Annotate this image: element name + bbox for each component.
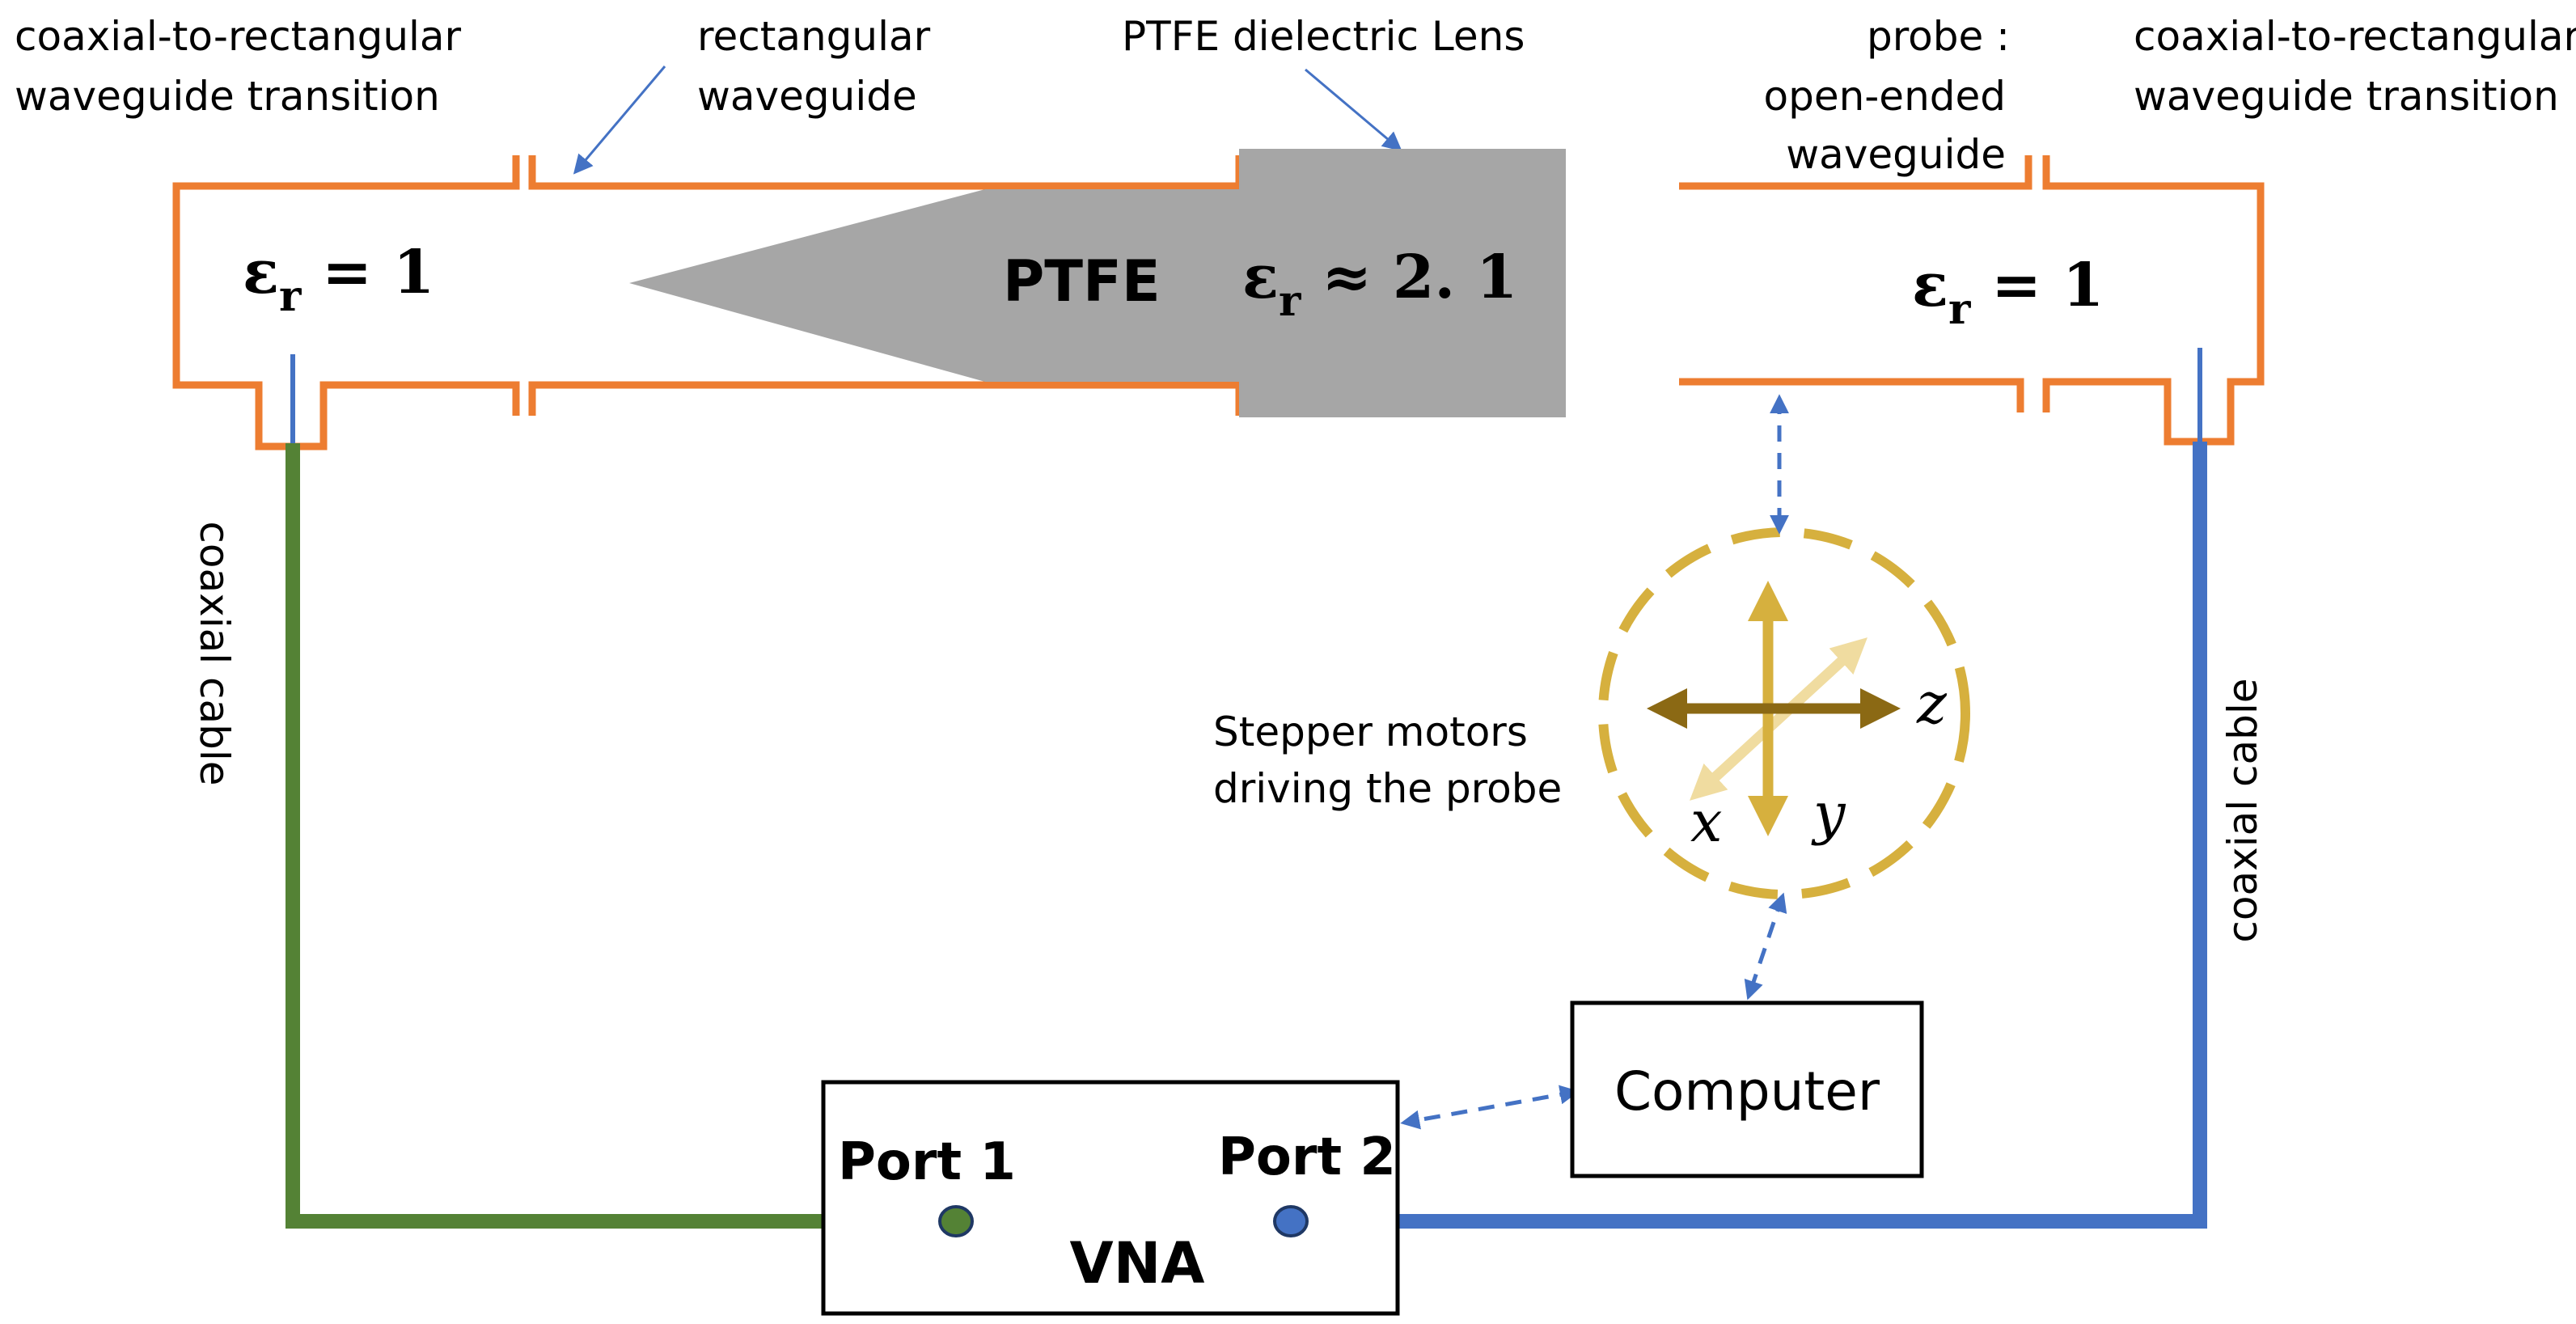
port1-connector (938, 1205, 974, 1237)
svg-text:probe :: probe : (1867, 13, 2010, 60)
motor-computer-link (1744, 892, 1787, 1000)
port2-connector (1273, 1205, 1309, 1237)
svg-text:waveguide: waveguide (1786, 131, 2006, 178)
ptfe-label: PTFE (1003, 248, 1161, 315)
svg-text:rectangular: rectangular (697, 13, 931, 60)
svg-text:coaxial-to-rectangular: coaxial-to-rectangular (15, 13, 462, 60)
svg-text:coaxial-to-rectangular: coaxial-to-rectangular (2134, 13, 2576, 60)
coax-cable-port2 (1294, 442, 2207, 1229)
axis-y-label: y (1811, 780, 1846, 847)
eps-right: εr = 1 (1912, 251, 2104, 334)
computer-vna-link (1400, 1085, 1580, 1130)
probe-open-ended-waveguide (1679, 155, 2032, 412)
label-coax-left: coaxial cable (191, 521, 238, 785)
label-coax-right: coaxial cable (2219, 678, 2266, 942)
svg-text:waveguide transition: waveguide transition (15, 73, 440, 120)
label-lens: PTFE dielectric Lens (1122, 13, 1525, 60)
right-transition (2042, 155, 2265, 446)
port2-label: Port 2 (1218, 1127, 1396, 1187)
svg-text:εr ≈ 2. 1: εr ≈ 2. 1 (1242, 243, 1517, 326)
computer-label: Computer (1614, 1060, 1880, 1123)
ptfe-lens (629, 149, 1566, 417)
label-probe: probe : open-ended waveguide (1763, 13, 2010, 178)
label-transition-left: coaxial-to-rectangular waveguide transit… (15, 13, 462, 120)
vna-label: VNA (1070, 1230, 1205, 1297)
svg-text:εr = 1: εr = 1 (243, 238, 434, 321)
label-rectangular-waveguide: rectangular waveguide (697, 13, 931, 120)
axis-x-arrow (1690, 637, 1867, 801)
label-transition-right: coaxial-to-rectangular waveguide transit… (2134, 13, 2576, 120)
eps-lens: εr ≈ 2. 1 (1242, 243, 1517, 326)
port1-label: Port 1 (838, 1132, 1016, 1192)
svg-text:waveguide: waveguide (697, 73, 917, 120)
label-stepper-motors: Stepper motors driving the probe (1213, 709, 1562, 812)
vna-box (821, 1080, 1400, 1316)
svg-text:driving the probe: driving the probe (1213, 765, 1562, 812)
lens-pointer-arrow (1305, 68, 1402, 152)
svg-text:Stepper motors: Stepper motors (1213, 709, 1528, 755)
eps-left: εr = 1 (243, 238, 434, 321)
svg-text:εr = 1: εr = 1 (1912, 251, 2104, 334)
waveguide-pointer-arrow (573, 66, 666, 175)
computer-box (1570, 1000, 1924, 1178)
coax-cable-port1 (286, 443, 954, 1229)
svg-text:waveguide transition: waveguide transition (2134, 73, 2559, 120)
svg-text:open-ended: open-ended (1763, 73, 2006, 120)
axis-x-label: x (1690, 789, 1722, 855)
axis-z-label: z (1916, 670, 1948, 737)
stepper-motor-circle (1598, 527, 1970, 899)
